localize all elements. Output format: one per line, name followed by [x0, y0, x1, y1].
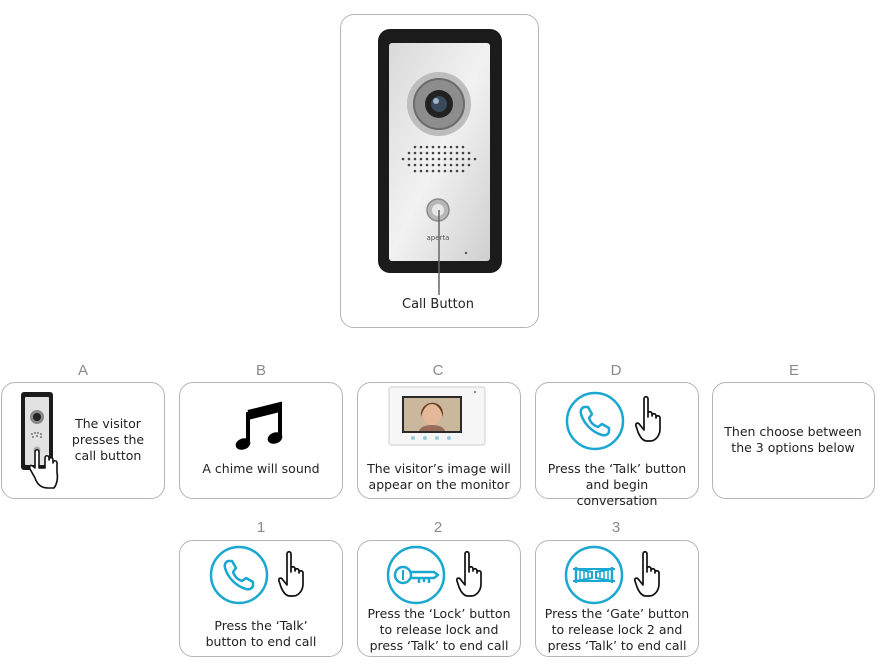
step-d-card — [535, 382, 699, 499]
key-icon — [386, 545, 446, 605]
step-b-card — [179, 382, 343, 499]
step-a-text: The visitor presses the call button — [71, 416, 145, 463]
step-b-text: A chime will sound — [202, 461, 320, 476]
pointing-hand-icon — [455, 550, 482, 597]
step-letter-b: B — [255, 362, 266, 379]
step-d-text: Press the ‘Talk’ button and begin conver… — [547, 461, 687, 508]
option-number-1: 1 — [256, 519, 266, 536]
pointing-hand-icon — [277, 550, 304, 597]
option-number-3: 3 — [611, 519, 621, 536]
option-2-text: Press the ‘Lock’ button to release lock … — [367, 606, 511, 653]
option-3-text: Press the ‘Gate’ button to release lock … — [544, 606, 690, 653]
pointing-hand-icon — [634, 395, 661, 442]
doorbell-press-icon — [21, 392, 59, 489]
step-letter-a: A — [77, 362, 88, 379]
music-note-icon — [235, 401, 283, 450]
gate-icon — [564, 545, 624, 605]
intercom-door-station-image: aperta — [378, 29, 502, 273]
step-e-text: Then choose between the 3 options below — [724, 424, 862, 455]
step-e-card — [712, 382, 875, 499]
brand-logo: aperta — [427, 234, 450, 242]
option-number-2: 2 — [433, 519, 443, 536]
pointing-hand-icon — [633, 550, 660, 597]
phone-icon — [209, 545, 269, 605]
option-2-card — [357, 540, 521, 657]
step-letter-c: C — [432, 362, 444, 379]
step-letter-e: E — [788, 362, 799, 379]
call-button-pointer-line — [438, 210, 440, 295]
step-letter-d: D — [610, 362, 622, 379]
phone-icon — [565, 391, 625, 451]
option-1-text: Press the ‘Talk’ button to end call — [205, 618, 317, 649]
step-c-text: The visitor’s image will appear on the m… — [367, 461, 511, 492]
video-monitor-image — [388, 386, 486, 446]
call-button-label: Call Button — [402, 297, 474, 312]
